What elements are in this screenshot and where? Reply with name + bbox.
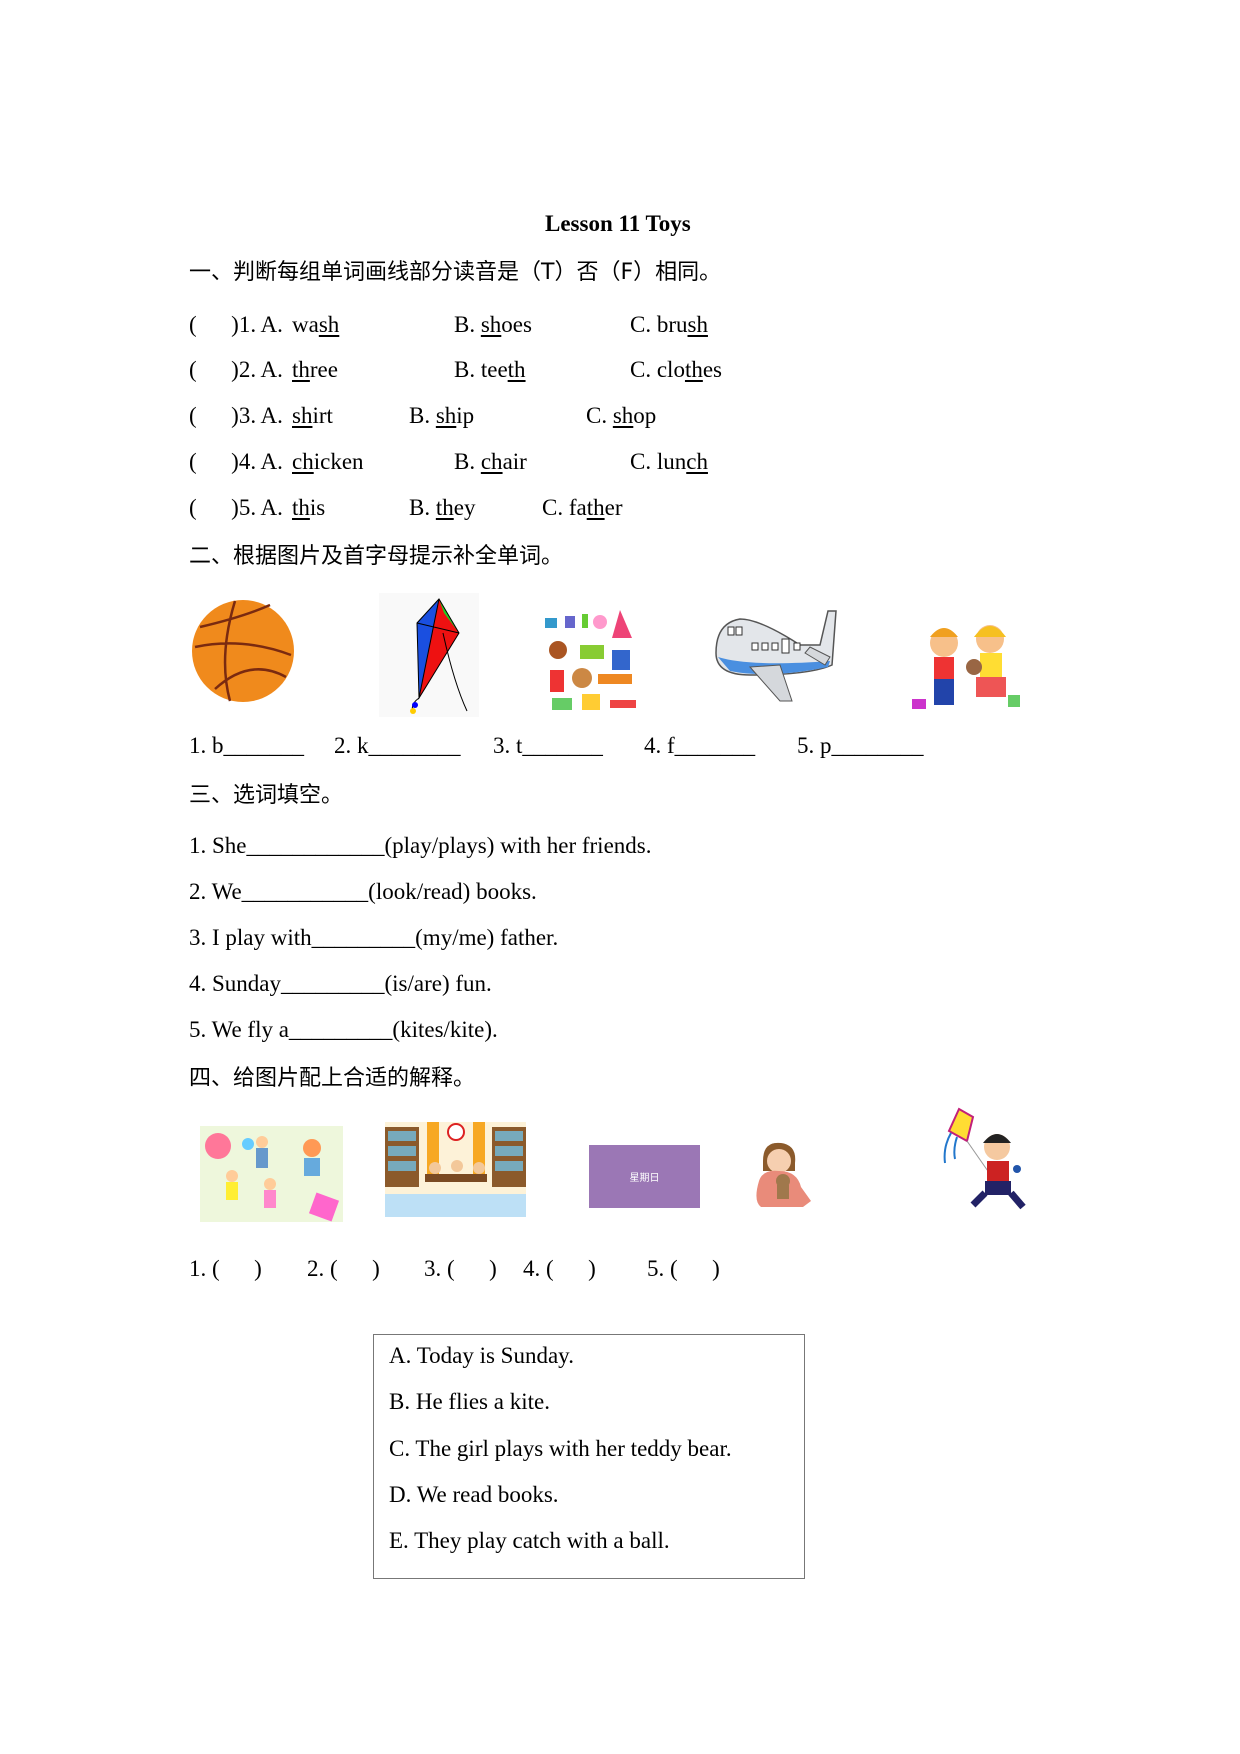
word-part: B.: [409, 403, 436, 428]
word-part: wa: [292, 312, 319, 337]
underlined-letters: sh: [687, 312, 708, 337]
option-c: C. father: [542, 494, 622, 522]
sunday-card-text: 星期日: [629, 1173, 660, 1184]
option-b: B. teeth: [454, 356, 526, 384]
word-part: C. clo: [630, 357, 685, 382]
option-sentence: A. Today is Sunday.: [389, 1343, 574, 1368]
page-title: Lesson 11 Toys: [545, 211, 691, 236]
word-part: air: [502, 449, 527, 474]
word-blank: 2. k________: [334, 733, 461, 758]
option-sentence: D. We read books.: [389, 1482, 559, 1507]
option-a: three: [292, 356, 338, 384]
answer-blank: 5. ( ): [647, 1256, 720, 1281]
option-sentence: B. He flies a kite.: [389, 1389, 550, 1414]
option-c: C. brush: [630, 311, 708, 339]
section4-heading: 四、给图片配上合适的解释。: [189, 1066, 476, 1091]
girl-with-teddy-bear-image: [756, 1142, 811, 1207]
children-playing-image: [912, 625, 1020, 709]
word-part: B.: [409, 495, 436, 520]
fill-blank-item: 4. Sunday_________(is/are) fun.: [189, 971, 492, 996]
option-c: C. clothes: [630, 356, 722, 384]
answer-blank: 2. ( ): [307, 1256, 380, 1281]
fill-blank-item: 2. We___________(look/read) books.: [189, 879, 537, 904]
option-c: C. shop: [586, 402, 656, 430]
word-part: C. bru: [630, 312, 688, 337]
option-sentence: C. The girl plays with her teddy bear.: [389, 1436, 732, 1461]
underlined-letters: ch: [292, 449, 314, 474]
fill-blank-item: 1. She____________(play/plays) with her …: [189, 833, 652, 858]
option-a: chicken: [292, 448, 364, 476]
word-part: C. fa: [542, 495, 587, 520]
section3-heading: 三、选词填空。: [189, 783, 344, 808]
word-part: es: [702, 357, 723, 382]
airplane-image: [715, 610, 837, 702]
option-c: C. lunch: [630, 448, 708, 476]
question-number: ( )3. A.: [189, 403, 289, 428]
option-b: B. chair: [454, 448, 527, 476]
word-blank: 5. p________: [797, 733, 924, 758]
answer-blank: 1. ( ): [189, 1256, 262, 1281]
options-box: [373, 1334, 805, 1579]
word-part: B.: [454, 449, 481, 474]
option-a: shirt: [292, 402, 333, 430]
underlined-letters: th: [435, 495, 454, 520]
word-part: is: [309, 495, 326, 520]
children-playing-ball-image: [200, 1126, 343, 1222]
underlined-letters: th: [507, 357, 526, 382]
word-part: er: [604, 495, 623, 520]
option-sentence: E. They play catch with a ball.: [389, 1528, 670, 1553]
fill-blank-item: 3. I play with_________(my/me) father.: [189, 925, 559, 950]
sunday-card-image: 星期日: [589, 1145, 700, 1208]
option-a: this: [292, 494, 325, 522]
underlined-letters: sh: [612, 403, 634, 428]
question-number: ( )2. A.: [189, 357, 289, 382]
option-b: B. ship: [409, 402, 474, 430]
question-number: ( )4. A.: [189, 449, 289, 474]
fill-blank-item: 5. We fly a_________(kites/kite).: [189, 1017, 498, 1042]
word-part: op: [633, 403, 657, 428]
underlined-letters: ch: [686, 449, 708, 474]
word-part: C. lun: [630, 449, 687, 474]
answer-blank: 4. ( ): [523, 1256, 596, 1281]
underlined-letters: th: [292, 495, 310, 520]
basketball-image: [192, 600, 294, 702]
word-part: icken: [313, 449, 364, 474]
section1-heading: 一、判断每组单词画线部分读音是（T）否（F）相同。: [189, 260, 722, 285]
underlined-letters: sh: [480, 312, 502, 337]
word-part: B. tee: [454, 357, 508, 382]
option-b: B. shoes: [454, 311, 532, 339]
library-reading-image: [385, 1122, 526, 1217]
question-number: ( )1. A.: [189, 312, 289, 337]
section2-heading: 二、根据图片及首字母提示补全单词。: [189, 544, 564, 569]
word-part: oes: [501, 312, 532, 337]
answer-blank: 3. ( ): [424, 1256, 497, 1281]
toys-image: [545, 610, 636, 710]
option-b: B. they: [409, 494, 475, 522]
word-blank: 3. t_______: [493, 733, 603, 758]
underlined-letters: sh: [292, 403, 313, 428]
option-a: wash: [292, 311, 339, 339]
word-part: ey: [453, 495, 476, 520]
word-part: B.: [454, 312, 481, 337]
word-part: C.: [586, 403, 613, 428]
word-part: ip: [456, 403, 475, 428]
underlined-letters: sh: [435, 403, 457, 428]
word-blank: 4. f_______: [644, 733, 756, 758]
underlined-letters: ch: [480, 449, 503, 474]
underlined-letters: th: [684, 357, 703, 382]
question-number: ( )5. A.: [189, 495, 289, 520]
kite-image: [379, 593, 479, 717]
underlined-letters: sh: [318, 312, 340, 337]
word-part: irt: [312, 403, 333, 428]
word-blank: 1. b_______: [189, 733, 304, 758]
underlined-letters: th: [586, 495, 605, 520]
boy-flying-kite-image: [943, 1107, 1026, 1210]
underlined-letters: th: [292, 357, 310, 382]
word-part: ree: [309, 357, 338, 382]
